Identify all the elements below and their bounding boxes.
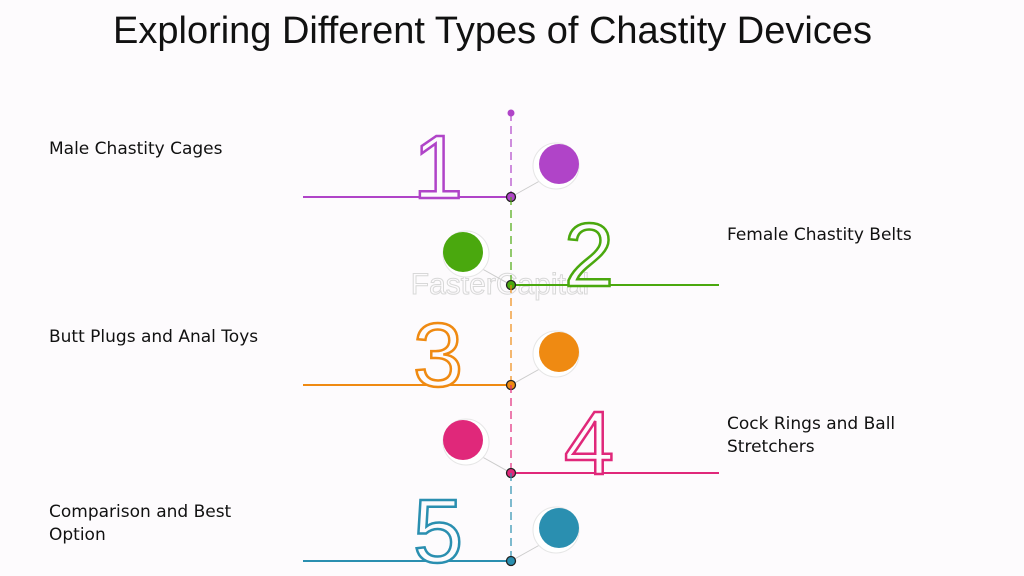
bubble-5 [539,508,579,548]
step-label-1: Male Chastity Cages [49,139,223,159]
step-number-2: 2 [564,206,614,306]
bubble-4 [443,420,483,460]
step-number-1: 1 [413,118,463,218]
timeline-node [505,555,517,567]
step-number-5: 5 [413,482,463,576]
step-label-3: Butt Plugs and Anal Toys [49,327,259,347]
bubble-2 [443,232,483,272]
step-label-4: Cock Rings and Ball Stretchers [727,414,896,457]
page-title: Exploring Different Types of Chastity De… [113,10,872,52]
step-number-3: 3 [413,306,463,406]
step-label-2: Female Chastity Belts [727,225,912,245]
step-number-4: 4 [564,394,614,494]
bubble-1 [539,144,579,184]
step-label-5: Comparison and Best Option [49,502,232,545]
bubble-3 [539,332,579,372]
